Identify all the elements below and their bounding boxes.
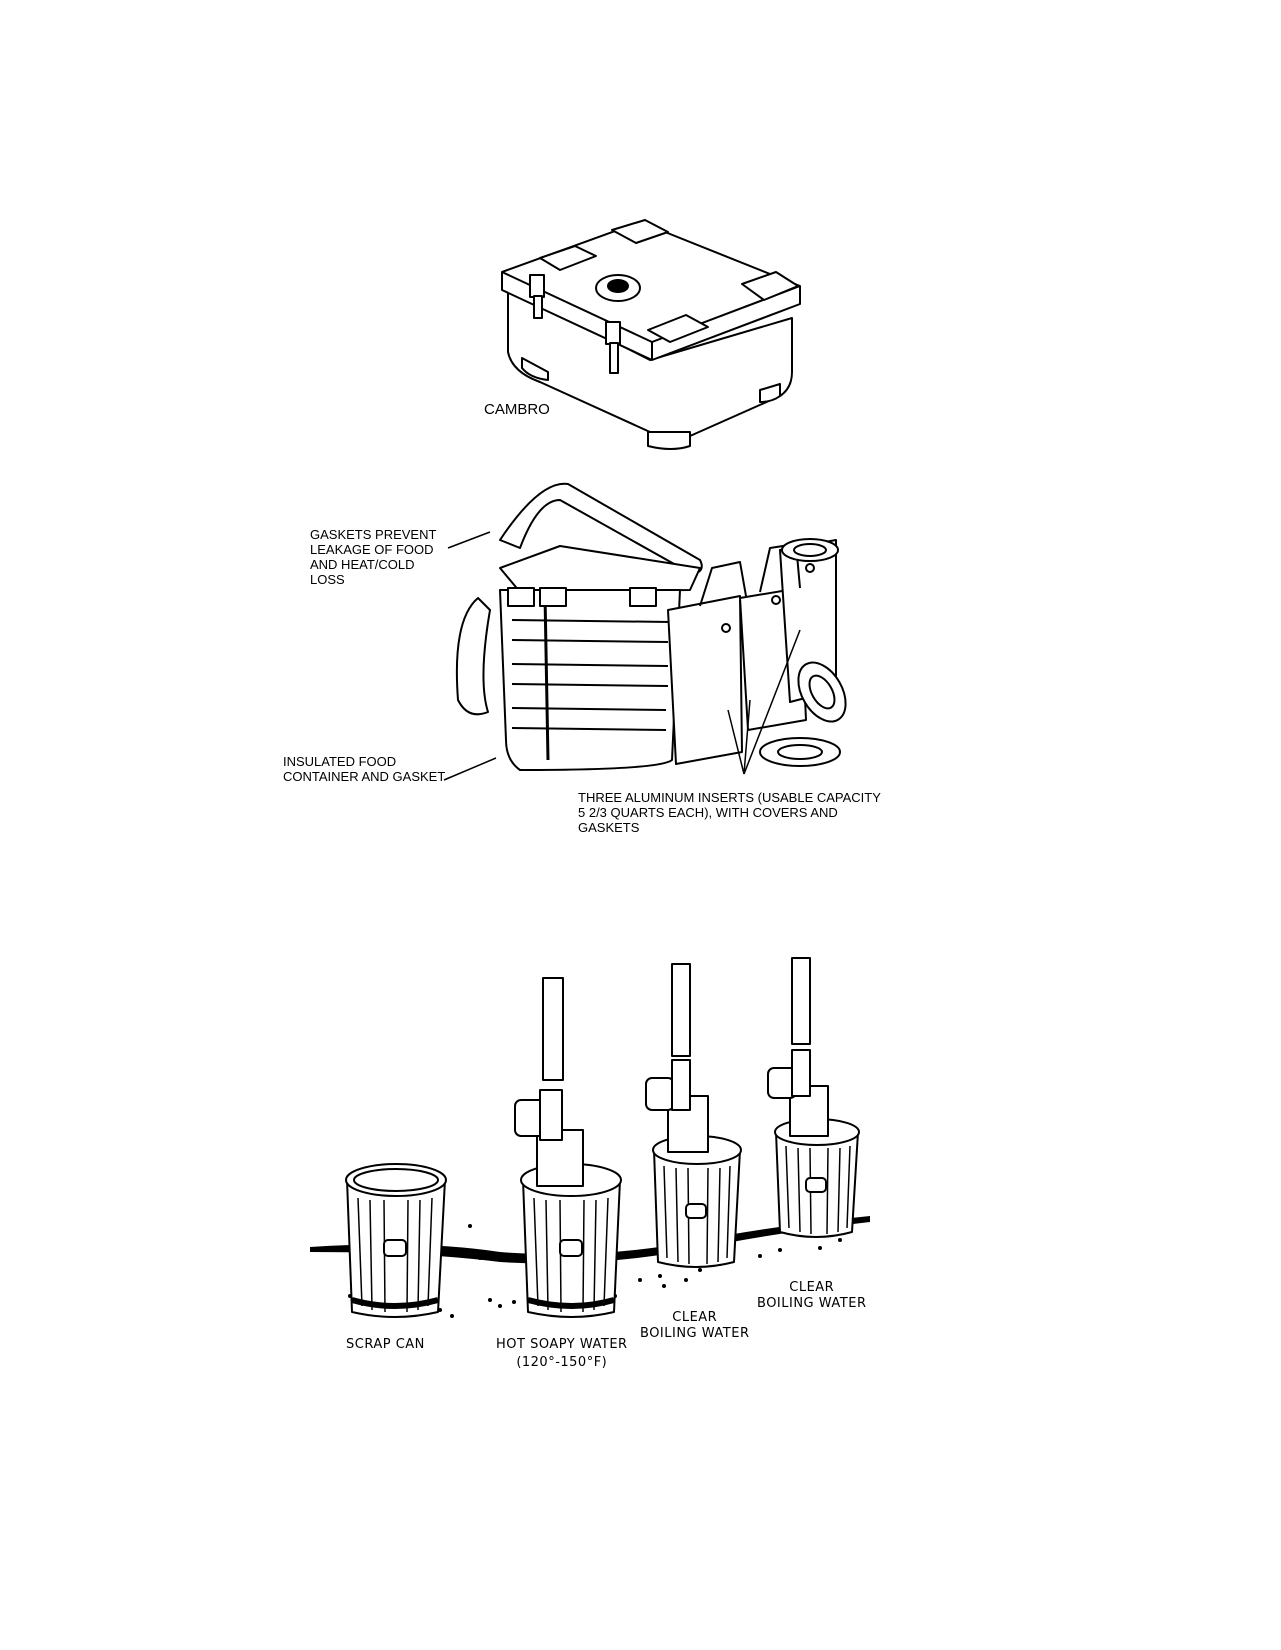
scrap-can-label: SCRAP CAN (346, 1337, 425, 1352)
cambro-label: CAMBRO (484, 401, 550, 418)
insulated-container-label: INSULATED FOOD CONTAINER AND GASKET (283, 754, 446, 784)
clear-boiling-water-label-1: CLEAR BOILING WATER (640, 1310, 750, 1341)
clear-boiling-water-label-2: CLEAR BOILING WATER (757, 1280, 867, 1311)
gaskets-label: GASKETS PREVENT LEAKAGE OF FOOD AND HEAT… (310, 527, 437, 587)
aluminum-inserts-label: THREE ALUMINUM INSERTS (USABLE CAPACITY … (578, 790, 881, 835)
hot-soapy-water-label: HOT SOAPY WATER (120°-150°F) (496, 1337, 628, 1370)
